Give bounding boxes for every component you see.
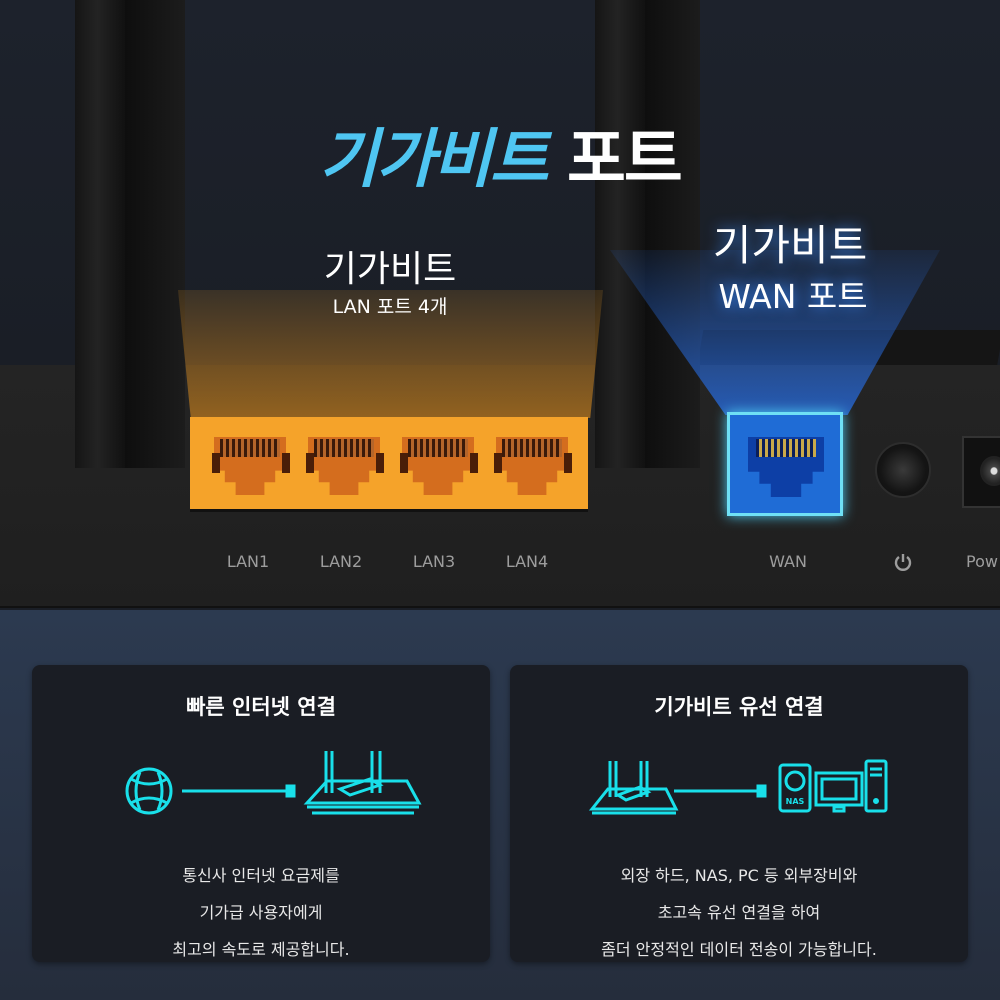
- pc-tower-icon: [864, 759, 888, 813]
- power-jack: [962, 436, 1000, 508]
- headline-rest: 포트: [567, 123, 683, 197]
- port-label-lan1: LAN1: [226, 552, 270, 571]
- lan-port: [484, 437, 576, 497]
- headline: 기가비트 포트: [0, 108, 1000, 200]
- antenna: [75, 0, 125, 468]
- lan-highlight-beam: [178, 290, 603, 418]
- wan-port: [727, 412, 843, 516]
- lan-callout-subtitle: LAN 포트 4개: [332, 296, 448, 318]
- headline-accent: 기가비트: [319, 123, 549, 197]
- power-button: [875, 442, 931, 498]
- lan-port: [296, 437, 388, 497]
- port-label-lan3: LAN3: [412, 552, 456, 571]
- router-icon: [588, 761, 679, 815]
- router-icon: [303, 751, 422, 815]
- internet-to-router-illustration: [32, 743, 490, 833]
- router-back-panel-photo: LAN1 LAN2 LAN3 LAN4 WAN Pow 기가비트 포트 기가비트…: [0, 0, 1000, 610]
- nas-icon: [778, 763, 812, 813]
- card-title: 빠른 인터넷 연결: [186, 695, 336, 719]
- card-title: 기가비트 유선 연결: [654, 695, 824, 719]
- port-label-wan: WAN: [769, 552, 807, 571]
- antenna: [125, 0, 185, 468]
- power-icon: [893, 552, 913, 576]
- wan-callout-subtitle: WAN 포트: [718, 277, 868, 316]
- cable-icon: [182, 784, 296, 798]
- port-label-lan4: LAN4: [505, 552, 549, 571]
- wan-callout-title: 기가비트: [712, 221, 868, 270]
- router-to-devices-illustration: NAS: [510, 743, 968, 833]
- antenna: [595, 0, 645, 468]
- lan-port: [390, 437, 482, 497]
- port-label-power: Pow: [966, 552, 998, 571]
- lan-callout-title: 기가비트: [323, 249, 457, 290]
- port-label-lan2: LAN2: [319, 552, 363, 571]
- globe-icon: [125, 767, 173, 815]
- cable-icon: [674, 784, 767, 798]
- antenna: [645, 0, 700, 468]
- monitor-icon: [814, 771, 864, 813]
- lan-port-block: [190, 417, 588, 512]
- lan-port: [202, 437, 294, 497]
- nas-label: NAS: [786, 797, 805, 806]
